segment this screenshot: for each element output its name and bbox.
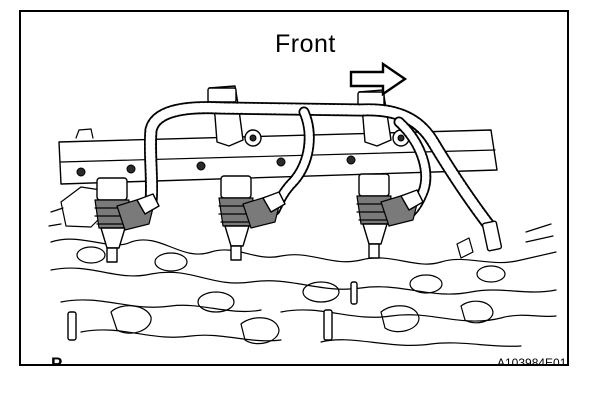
fuel-injector-1 [94,177,160,263]
engine-illustration [48,85,557,347]
engine-block [48,186,557,347]
front-direction-label: Front [275,30,336,58]
corner-mark: P [51,354,63,366]
fuel-injector-2 [218,175,286,261]
harness-clamp-1 [207,85,262,147]
fuel-injector-3 [356,173,424,259]
figure-id: A103984E01 [497,356,567,366]
right-arrow-icon [349,62,408,96]
diagram-frame: Front P A103984E01 [19,10,569,366]
